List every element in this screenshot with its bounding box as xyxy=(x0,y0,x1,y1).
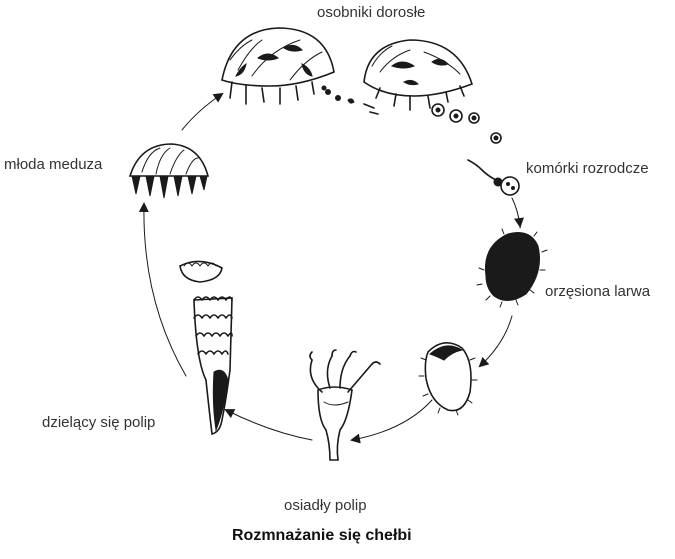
ciliated-larva-icon xyxy=(476,222,548,308)
label-gametes: komórki rozrodcze xyxy=(526,160,649,177)
settling-larva-icon xyxy=(418,342,478,416)
label-larva: orzęsiona larwa xyxy=(545,283,651,300)
figure-caption: Rozmnażanie się chełbi xyxy=(232,527,412,544)
cycle-arrow-gametes-to-larva xyxy=(511,197,524,228)
ephyra-icon xyxy=(128,143,210,199)
cycle-arrow-larva-to-polyp xyxy=(350,399,433,444)
gamete-icon xyxy=(431,103,520,196)
cycle-arrow-larva-to-larva xyxy=(478,315,513,368)
label-settled-polyp: osiadły polip xyxy=(284,497,367,514)
label-dividing-polyp: dzielący się polip xyxy=(42,414,156,431)
adult-medusa-icon xyxy=(363,39,473,115)
cycle-arrow-strobila-to-medusa xyxy=(138,202,187,377)
cycle-arrow-medusa-to-adults xyxy=(181,92,224,131)
strobila-icon xyxy=(179,260,233,435)
cycle-arrow-polyp-to-strobila xyxy=(224,409,313,441)
adult-medusa-icon xyxy=(221,27,355,105)
label-adults: osobniki dorosłe xyxy=(317,4,426,21)
settled-polyp-icon xyxy=(309,349,381,461)
label-young-medusa: młoda meduza xyxy=(4,156,103,173)
